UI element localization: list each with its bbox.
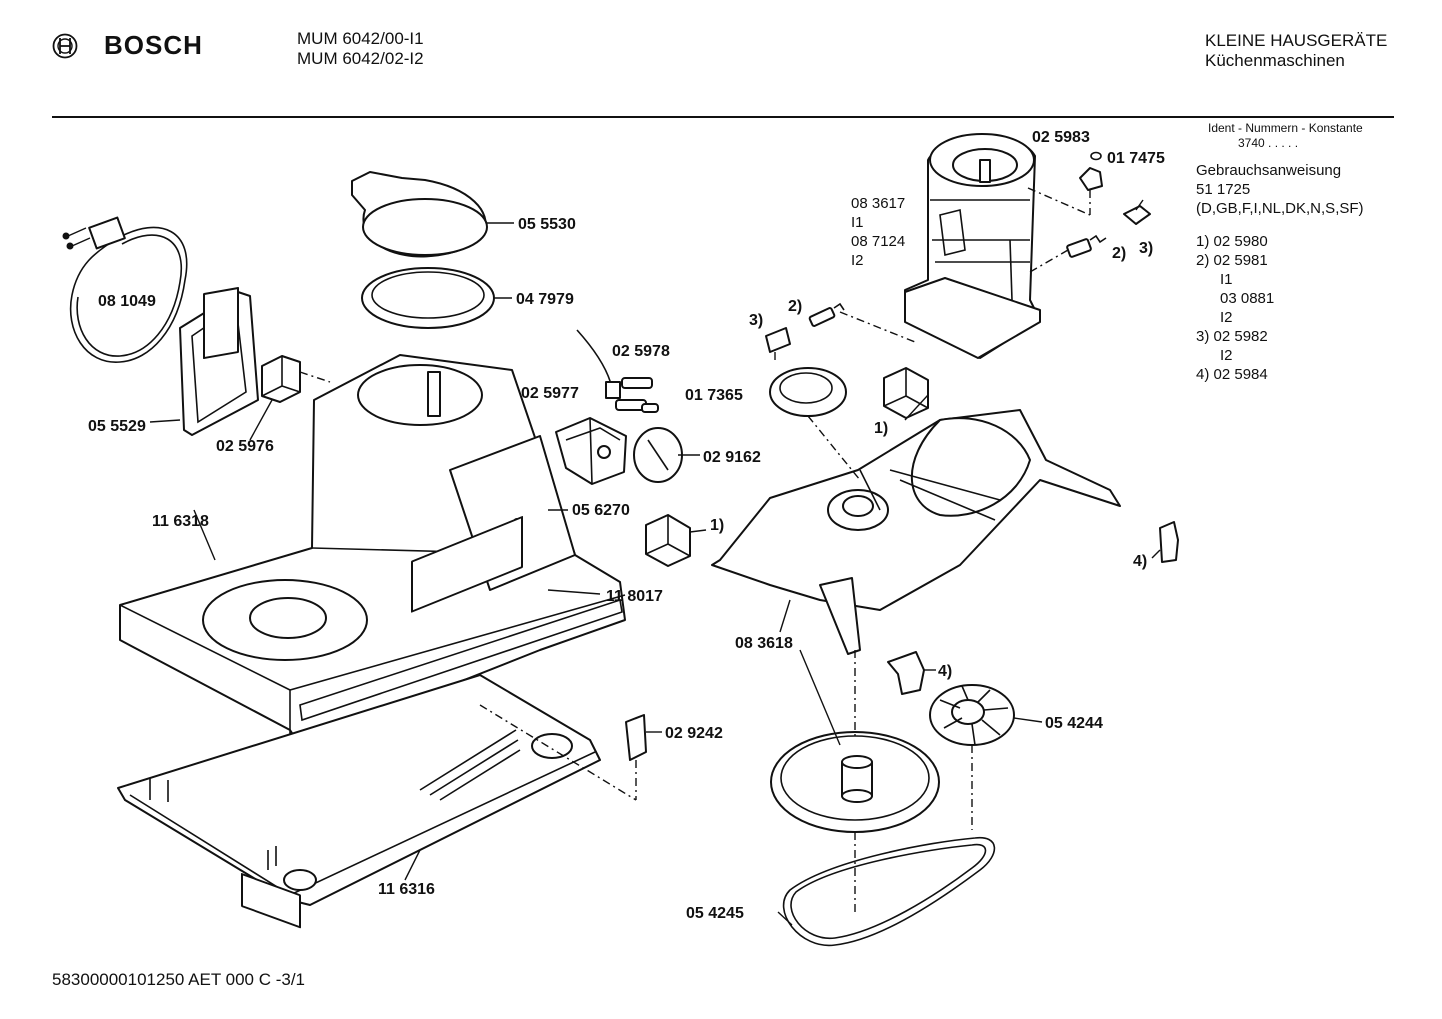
label-081049: 08 1049 xyxy=(98,293,156,310)
ident-value: 3740 . . . . . xyxy=(1238,136,1299,150)
manual-number: 51 1725 xyxy=(1196,181,1251,198)
category-title: KLEINE HAUSGERÄTE xyxy=(1205,31,1388,50)
label-054245: 05 4245 xyxy=(686,905,744,922)
header-rule xyxy=(52,116,1394,118)
model-numbers: MUM 6042/00-I1 MUM 6042/02-I2 xyxy=(297,29,424,69)
clip-part-1[interactable] xyxy=(1159,521,1179,563)
ident-label: Ident - Nummern - Konstante xyxy=(1208,121,1363,135)
capacitor-part-2[interactable] xyxy=(883,367,929,419)
label-note-1: 1) xyxy=(710,517,724,534)
label-017475: 01 7475 xyxy=(1107,150,1165,167)
knob-part[interactable] xyxy=(633,427,683,483)
label-017365: 01 7365 xyxy=(685,387,743,404)
bearing-ring-part[interactable] xyxy=(769,367,847,417)
label-motor-i2: I2 xyxy=(851,252,864,269)
label-025976: 02 5976 xyxy=(216,438,274,455)
brush-cap-part[interactable] xyxy=(1079,167,1103,191)
label-note-2: 2) xyxy=(1112,245,1126,262)
label-055529: 05 5529 xyxy=(88,418,146,435)
label-note-3: 3) xyxy=(1139,240,1153,257)
label-116318: 11 6318 xyxy=(152,513,209,530)
gearbox-part[interactable] xyxy=(711,409,1121,655)
label-025978: 02 5978 xyxy=(612,343,670,360)
motor-part[interactable] xyxy=(904,133,1041,359)
manual-label: Gebrauchsanweisung xyxy=(1196,162,1342,179)
connector-part[interactable] xyxy=(625,714,647,800)
capacitor-part-1[interactable] xyxy=(645,514,691,567)
label-note-3: 3) xyxy=(749,312,763,329)
drive-belt-part[interactable] xyxy=(782,837,996,947)
label-note-4: 4) xyxy=(938,663,952,680)
note-2: 2) 02 5981 xyxy=(1196,252,1268,269)
clip-part-2[interactable] xyxy=(887,651,925,695)
leader-lines xyxy=(149,222,1161,926)
category-subtitle: Küchenmaschinen xyxy=(1205,51,1345,70)
seal-ring-part[interactable] xyxy=(361,267,495,329)
switch-part[interactable] xyxy=(261,355,331,403)
label-083618: 08 3618 xyxy=(735,635,793,652)
label-note-2: 2) xyxy=(788,298,802,315)
parts-info-sidebar: Ident - Nummern - Konstante 3740 . . . .… xyxy=(1196,121,1364,384)
label-motor-i1: I1 xyxy=(851,214,864,231)
brush-holder-right-part[interactable] xyxy=(1123,199,1151,225)
note-2-alt: 03 0881 xyxy=(1220,290,1275,307)
note-1: 1) 02 5980 xyxy=(1196,233,1268,250)
carbon-brush-left-part[interactable] xyxy=(808,302,845,327)
label-note-1: 1) xyxy=(874,420,888,437)
label-note-4: 4) xyxy=(1133,553,1147,570)
switch-module-part[interactable] xyxy=(555,417,627,485)
note-4: 4) 02 5984 xyxy=(1196,366,1268,383)
washer-part[interactable] xyxy=(1090,151,1102,161)
brand-name: BOSCH xyxy=(104,30,203,60)
part-labels: 05 5530 04 7979 08 1049 05 5529 02 5976 … xyxy=(88,129,1165,922)
label-118017: 11 8017 xyxy=(606,588,663,605)
label-029162: 02 9162 xyxy=(703,449,761,466)
power-cord-part[interactable] xyxy=(62,216,188,363)
label-116316: 11 6316 xyxy=(378,881,435,898)
note-3: 3) 02 5982 xyxy=(1196,328,1268,345)
bosch-logo-icon xyxy=(52,33,78,58)
wire-contacts-part[interactable] xyxy=(576,329,659,413)
motor-labels: 08 3617 I1 08 7124 I2 xyxy=(851,195,905,269)
note-3-variant: I2 xyxy=(1220,347,1233,364)
label-054244: 05 4244 xyxy=(1045,715,1103,732)
label-047979: 04 7979 xyxy=(516,291,574,308)
brand: BOSCH xyxy=(52,30,203,61)
label-055530: 05 5530 xyxy=(518,216,576,233)
model-number: MUM 6042/00-I1 xyxy=(297,29,424,48)
pulley-part[interactable] xyxy=(770,731,940,833)
fan-part[interactable] xyxy=(929,684,1015,746)
label-056270: 05 6270 xyxy=(572,502,630,519)
label-025983: 02 5983 xyxy=(1032,129,1090,146)
manual-languages: (D,GB,F,I,NL,DK,N,S,SF) xyxy=(1196,200,1364,217)
model-number: MUM 6042/02-I2 xyxy=(297,49,424,68)
note-2-variant: I2 xyxy=(1220,309,1233,326)
base-part[interactable] xyxy=(117,516,601,929)
label-029242: 02 9242 xyxy=(665,725,723,742)
document-code: 58300000101250 AET 000 C -3/1 xyxy=(52,970,306,989)
label-083617: 08 3617 xyxy=(851,195,905,212)
note-2-variant: I1 xyxy=(1220,271,1233,288)
label-087124: 08 7124 xyxy=(851,233,905,250)
lid-part[interactable] xyxy=(351,171,488,258)
cord-bracket-part[interactable] xyxy=(179,287,259,436)
carbon-brush-right-part[interactable] xyxy=(1066,234,1107,258)
category: KLEINE HAUSGERÄTE Küchenmaschinen xyxy=(1205,31,1387,71)
label-025977: 02 5977 xyxy=(521,385,579,402)
brush-holder-left-part[interactable] xyxy=(765,327,791,360)
